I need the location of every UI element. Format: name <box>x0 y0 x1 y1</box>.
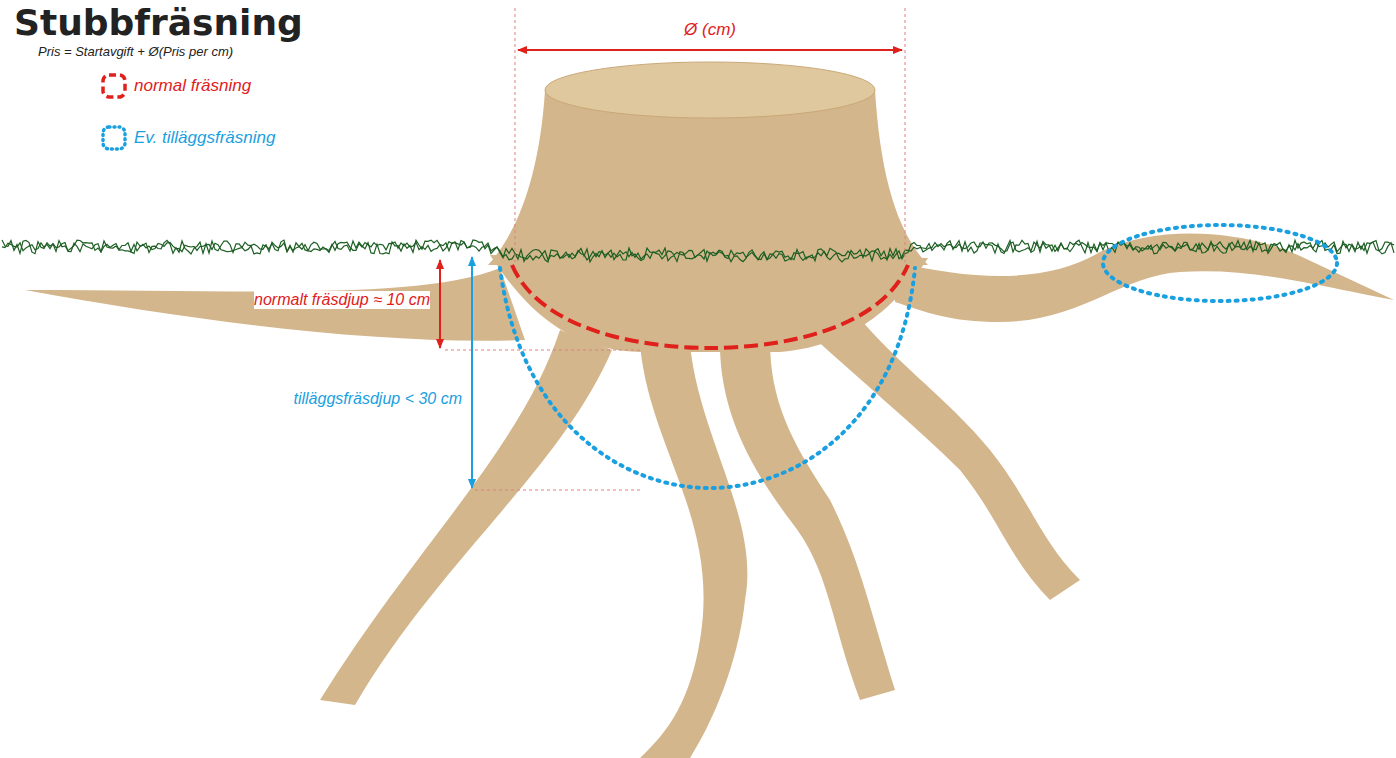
legend-sample <box>100 124 128 152</box>
stump-top <box>545 62 875 118</box>
normal-depth-dimension <box>439 260 441 348</box>
grass-stroke <box>2 240 1394 262</box>
price-formula: Pris = Startavgift + Ø(Pris per cm) <box>38 44 233 59</box>
roots <box>25 90 1394 758</box>
extra-root-grinding <box>1103 225 1337 301</box>
diameter-dimension <box>518 49 902 51</box>
dimension-label: Ø (cm) <box>684 20 736 40</box>
extra-depth-dimension <box>471 257 473 488</box>
legend-text: Ev. tilläggsfräsning <box>134 128 275 148</box>
grass-line <box>2 240 1394 262</box>
legend-sample <box>100 72 128 100</box>
depth-label: normalt fräsdjup ≈ 10 cm <box>254 291 430 309</box>
normal-grinding-outline <box>512 265 908 348</box>
title: Stubbfräsning <box>14 2 303 43</box>
guide-lines <box>445 8 905 490</box>
legend-text: normal fräsning <box>134 76 251 96</box>
depth-label: tilläggsfräsdjup < 30 cm <box>293 390 462 408</box>
extra-grinding-outline <box>500 268 915 488</box>
